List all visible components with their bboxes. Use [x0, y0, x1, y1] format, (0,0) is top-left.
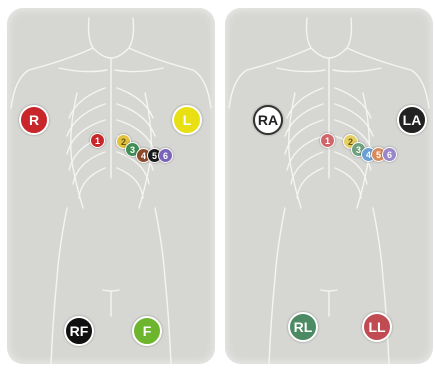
electrode-c6: 6 — [158, 148, 173, 163]
torso-outline — [7, 8, 215, 364]
electrode-rl: RL — [288, 312, 318, 342]
electrode-l: L — [172, 105, 202, 135]
electrode-la: LA — [397, 105, 427, 135]
panel-iec-electrodes: R L RF F 1 2 3 4 5 6 — [7, 8, 215, 364]
electrode-v6: 6 — [382, 147, 397, 162]
torso-outline — [225, 8, 433, 364]
electrode-c1: 1 — [90, 133, 105, 148]
electrode-r: R — [19, 105, 49, 135]
electrode-rf: RF — [64, 316, 94, 346]
electrode-ll: LL — [362, 312, 392, 342]
electrode-ra: RA — [253, 105, 283, 135]
electrode-f: F — [132, 316, 162, 346]
panel-aha-electrodes: RA LA RL LL 1 2 3 4 5 6 — [225, 8, 433, 364]
electrode-v1: 1 — [320, 133, 335, 148]
